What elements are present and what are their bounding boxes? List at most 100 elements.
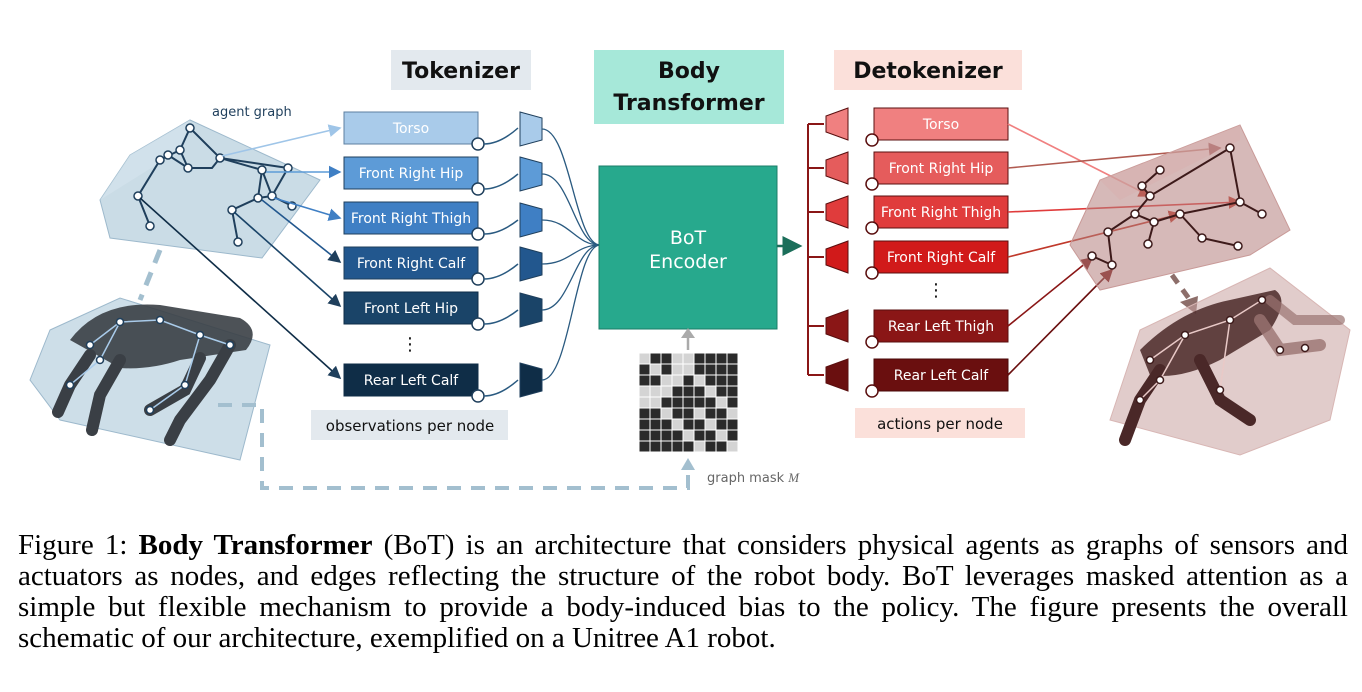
- detoken-ellipsis: ⋮: [927, 280, 945, 301]
- mask-cell: [704, 429, 717, 442]
- mask-cell: [726, 418, 739, 431]
- mask-cell: [704, 385, 717, 398]
- mask-cell: [682, 385, 695, 398]
- svg-text:Torso: Torso: [392, 121, 429, 137]
- detoken-node-front-right-calf: Front Right Calf: [865, 240, 1009, 280]
- token-connectors: [483, 127, 519, 397]
- observations-label: observations per node: [326, 417, 494, 435]
- mask-cell: [638, 418, 651, 431]
- mask-cell: [660, 418, 673, 431]
- svg-text:Front Right Calf: Front Right Calf: [887, 250, 996, 266]
- encoder-label-line1: BoT: [670, 227, 707, 249]
- mask-cell: [638, 407, 651, 420]
- mask-cell: [671, 418, 684, 431]
- mask-cell: [649, 418, 662, 431]
- mask-cell: [693, 407, 706, 420]
- mask-cell: [638, 374, 651, 387]
- mask-cell: [682, 440, 695, 453]
- mask-cell: [693, 374, 706, 387]
- mask-cell: [638, 363, 651, 376]
- mask-cell: [649, 407, 662, 420]
- graph-mask-grid: [638, 352, 739, 453]
- detokenizer-title-bg: [834, 50, 1022, 90]
- detoken-node-front-right-hip: Front Right Hip: [865, 151, 1009, 191]
- mask-cell: [715, 363, 728, 376]
- encoder-fan-in: [541, 128, 601, 381]
- mask-cell: [682, 429, 695, 442]
- detokenizer-projections: [825, 107, 849, 392]
- mask-cell: [649, 440, 662, 453]
- mask-cell: [693, 352, 706, 365]
- mask-cell: [726, 374, 739, 387]
- mask-cell: [638, 440, 651, 453]
- mask-cell: [693, 396, 706, 409]
- mask-cell: [671, 440, 684, 453]
- mask-cell: [715, 352, 728, 365]
- mask-cell: [682, 352, 695, 365]
- mask-cell: [649, 352, 662, 365]
- svg-text:Front Right Calf: Front Right Calf: [357, 256, 466, 272]
- mask-cell: [671, 385, 684, 398]
- mask-cell: [715, 407, 728, 420]
- detokenizer-fan-out: [807, 123, 824, 376]
- svg-text:Front Left Hip: Front Left Hip: [364, 301, 458, 317]
- svg-text:Front Right Thigh: Front Right Thigh: [351, 211, 471, 227]
- detoken-node-front-right-thigh: Front Right Thigh: [865, 195, 1009, 235]
- bot-architecture-diagram: Tokenizer Body Transformer Detokenizer a…: [29, 50, 1351, 490]
- mask-cell: [660, 429, 673, 442]
- mask-cell: [671, 429, 684, 442]
- dashed-path-to-mask: [218, 403, 690, 490]
- token-node-front-left-hip: Front Left Hip: [343, 291, 485, 331]
- figure-caption: Figure 1: Body Transformer (BoT) is an a…: [18, 530, 1348, 654]
- svg-text:Rear Left Calf: Rear Left Calf: [894, 368, 990, 384]
- mask-cell: [715, 374, 728, 387]
- mask-cell: [693, 363, 706, 376]
- mask-cell: [704, 396, 717, 409]
- robot-left: [29, 297, 271, 461]
- mask-feedback-arrowhead: [681, 458, 695, 470]
- caption-bold-title: Body Transformer: [138, 529, 373, 561]
- mask-cell: [726, 396, 739, 409]
- dashed-link-graph-robot-right: [1169, 273, 1193, 302]
- detoken-node-rear-left-thigh: Rear Left Thigh: [865, 309, 1009, 349]
- mask-cell: [660, 385, 673, 398]
- mask-cell: [704, 363, 717, 376]
- graph-to-token-arrows: [139, 124, 342, 380]
- mask-cell: [704, 374, 717, 387]
- agent-graph-label: agent graph: [212, 105, 292, 120]
- encoder-label-line2: Encoder: [649, 251, 727, 273]
- detoken-node-rear-left-calf: Rear Left Calf: [865, 358, 1009, 398]
- mask-cell: [726, 440, 739, 453]
- robot-right: [1109, 267, 1351, 456]
- mask-cell: [682, 407, 695, 420]
- mask-cell: [649, 374, 662, 387]
- agent-graph-right: [1069, 124, 1291, 291]
- caption-body: (BoT) is an architecture that considers …: [18, 529, 1348, 654]
- mask-cell: [726, 363, 739, 376]
- transformer-title-bg: [594, 50, 784, 124]
- mask-cell: [715, 396, 728, 409]
- token-node-front-right-calf: Front Right Calf: [343, 246, 485, 286]
- mask-cell: [704, 418, 717, 431]
- mask-cell: [671, 396, 684, 409]
- mask-cell: [693, 440, 706, 453]
- graph-mask-label: graph mask M: [707, 470, 800, 486]
- svg-text:Torso: Torso: [922, 117, 959, 133]
- transformer-title-line2: Transformer: [613, 91, 764, 116]
- mask-cell: [704, 440, 717, 453]
- token-node-torso: Torso: [343, 111, 485, 151]
- svg-text:Front Right Hip: Front Right Hip: [359, 166, 464, 182]
- mask-cell: [682, 396, 695, 409]
- mask-cell: [704, 407, 717, 420]
- svg-text:Rear Left Calf: Rear Left Calf: [364, 373, 460, 389]
- mask-cell: [649, 385, 662, 398]
- svg-text:Front Right Thigh: Front Right Thigh: [881, 205, 1001, 221]
- mask-cell: [726, 407, 739, 420]
- mask-cell: [693, 418, 706, 431]
- mask-cell: [671, 352, 684, 365]
- mask-cell: [715, 385, 728, 398]
- mask-cell: [682, 374, 695, 387]
- mask-cell: [693, 429, 706, 442]
- dashed-link-graph-robot: [137, 249, 163, 301]
- mask-cell: [693, 385, 706, 398]
